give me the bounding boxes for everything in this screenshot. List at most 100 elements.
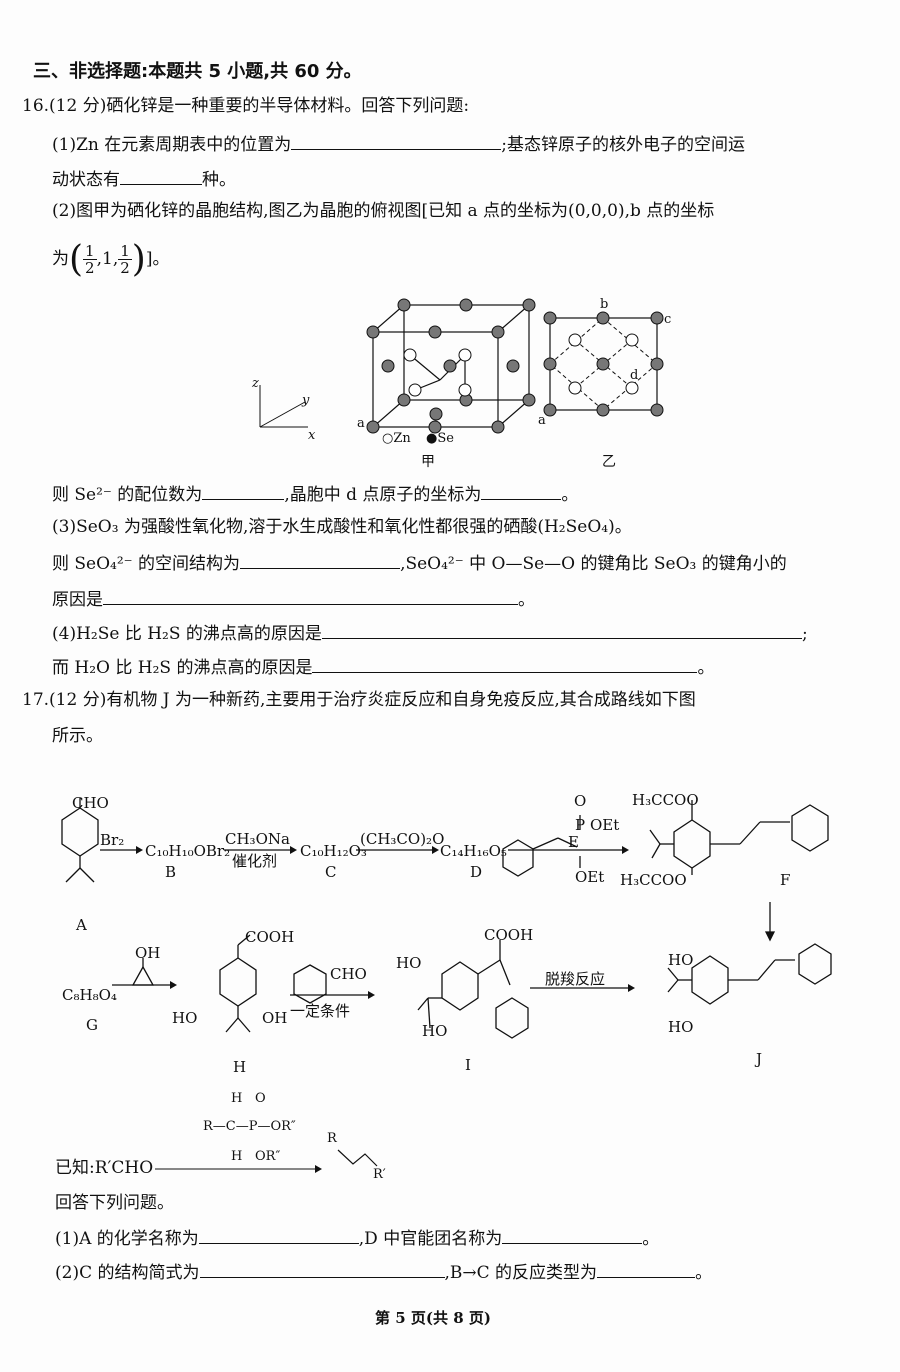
I-ho2: HO (422, 1022, 447, 1040)
axis-z-label: z (251, 376, 259, 391)
I-ho1: HO (396, 954, 421, 972)
q17-sub1: (1)A 的化学名称为,D 中官能团名称为。 (55, 1229, 659, 1248)
legend-zn: ○Zn (382, 431, 411, 446)
known-product-r2: R′ (373, 1167, 386, 1182)
q16-part4: (4)H₂Se 比 H₂S 的沸点高的原因是; (52, 624, 808, 643)
known-product-r: R (327, 1131, 338, 1146)
label-F: F (780, 871, 790, 889)
section-title: 三、非选择题:本题共 5 小题,共 60 分。 (33, 61, 362, 82)
point-a-label: a (538, 413, 546, 428)
reagent-anhydride: (CH₃CO)₂O (360, 830, 444, 848)
point-d-label: d (630, 368, 638, 383)
answer-blank[interactable] (481, 485, 562, 500)
synthesis-route: CHO Br₂ A C₁₀H₁₀OBr₂ B CH₃ONa 催化剂 C₁₀H₁₂… (61, 791, 832, 1076)
point-c-label: c (664, 312, 671, 327)
text: 。 (518, 590, 535, 610)
text: 而 H₂O 比 H₂S 的沸点高的原因是 (52, 658, 313, 678)
q16-part2: (2)图甲为硒化锌的晶胞结构,图乙为晶胞的俯视图[已知 a 点的坐标为(0,0,… (52, 201, 715, 221)
condition: 一定条件 (290, 1002, 350, 1020)
F-ac2: H₃CCOO (620, 871, 687, 889)
I-cooh: COOH (484, 926, 533, 944)
text: 。 (642, 1229, 660, 1249)
text: 。 (561, 485, 579, 505)
text: ,SeO₄²⁻ 中 O—Se—O 的键角比 SeO₃ 的键角小的 (400, 554, 787, 574)
E-o: O (574, 792, 586, 810)
text: ,1, (96, 249, 119, 270)
q16-part4-cont: 而 H₂O 比 H₂S 的沸点高的原因是。 (52, 658, 714, 677)
text: 种。 (202, 170, 236, 190)
known-label: 已知:R′CHO (55, 1158, 154, 1178)
answer-blank[interactable] (120, 170, 202, 185)
legend-se: ●Se (426, 431, 454, 446)
caption-jia: 甲 (421, 454, 435, 470)
text: (1)Zn 在元素周期表中的位置为 (52, 135, 292, 155)
text: 则 SeO₄²⁻ 的空间结构为 (52, 554, 241, 574)
text: 原因是 (52, 590, 103, 610)
ring-F (673, 819, 711, 869)
label-C: C (325, 863, 336, 881)
se-atoms (366, 298, 536, 434)
reagent-br2: Br₂ (100, 831, 124, 849)
answer-prompt: 回答下列问题。 (55, 1193, 174, 1213)
F-ac1: H₃CCOO (632, 791, 699, 809)
known-reagent-r: R—C—P—OR″ (203, 1119, 296, 1134)
axis-icon (259, 385, 308, 428)
ring-E (502, 839, 534, 877)
E-p: P (575, 816, 585, 834)
q16-part3-q: 则 SeO₄²⁻ 的空间结构为 ,SeO₄²⁻ 中 O—Se—O 的键角比 SeO… (52, 554, 787, 573)
known-h1: H (231, 1091, 242, 1106)
text: 为 (52, 249, 69, 270)
ring-J (691, 955, 729, 1005)
q16-stem: 16.(12 分)硒化锌是一种重要的半导体材料。回答下列问题: (22, 96, 470, 116)
answer-blank[interactable] (597, 1263, 696, 1278)
reaction-arrows (100, 849, 628, 996)
known-h2: H (231, 1149, 242, 1164)
known-or2: OR″ (255, 1149, 280, 1164)
text: ; (801, 624, 808, 644)
q17-stem: 17.(12 分)有机物 J 为一种新药,主要用于治疗炎症反应和自身免疫反应,其… (22, 690, 696, 710)
known-reaction: H O R—C—P—OR″ H OR″ R R′ (155, 1091, 386, 1182)
ring-I (441, 961, 479, 1011)
q16-part3: (3)SeO₃ 为强酸性氧化物,溶于水生成酸性和氧化性都很强的硒酸(H₂SeO₄… (52, 517, 632, 537)
answer-blank[interactable] (321, 624, 802, 639)
H-cooh: COOH (245, 928, 294, 946)
answer-blank[interactable] (240, 554, 401, 569)
answer-blank[interactable] (291, 135, 502, 150)
answer-blank[interactable] (202, 485, 285, 500)
ring-reagent (293, 964, 327, 1004)
D-formula: C₁₄H₁₆O₅ (440, 842, 507, 860)
label-D: D (470, 863, 482, 881)
G-oh: OH (135, 944, 160, 962)
catalyst: 催化剂 (232, 852, 277, 870)
page-footer: 第 5 页(共 8 页) (375, 1309, 491, 1327)
A-cho: CHO (72, 794, 109, 812)
text: ]。 (145, 249, 170, 270)
answer-blank[interactable] (103, 590, 518, 605)
answer-blank[interactable] (502, 1229, 643, 1244)
ring-H (219, 957, 257, 1007)
label-B: B (165, 863, 176, 881)
answer-blank[interactable] (312, 658, 698, 673)
point-a-label: a (357, 416, 365, 431)
answer-blank[interactable] (199, 1263, 445, 1278)
arrowheads (136, 846, 635, 999)
text: 则 Se²⁻ 的配位数为 (52, 485, 203, 505)
B-formula: C₁₀H₁₀OBr₂ (145, 842, 230, 860)
ring-J2 (798, 943, 832, 985)
J-ho2: HO (668, 1018, 693, 1036)
known-o: O (255, 1091, 266, 1106)
decarboxylation-label: 脱羧反应 (545, 970, 605, 988)
zn-atoms (403, 348, 472, 397)
text: (4)H₂Se 比 H₂S 的沸点高的原因是 (52, 624, 322, 644)
label-H: H (233, 1058, 246, 1076)
answer-blank[interactable] (198, 1229, 359, 1244)
caption-yi: 乙 (602, 454, 616, 470)
text: ,晶胞中 d 点原子的坐标为 (284, 485, 482, 505)
q17-stem-cont: 所示。 (52, 726, 103, 746)
q17-sub2: (2)C 的结构简式为,B→C 的反应类型为。 (55, 1263, 712, 1282)
label-G: G (86, 1016, 98, 1034)
structures (61, 798, 832, 1039)
epoxide (131, 965, 155, 986)
